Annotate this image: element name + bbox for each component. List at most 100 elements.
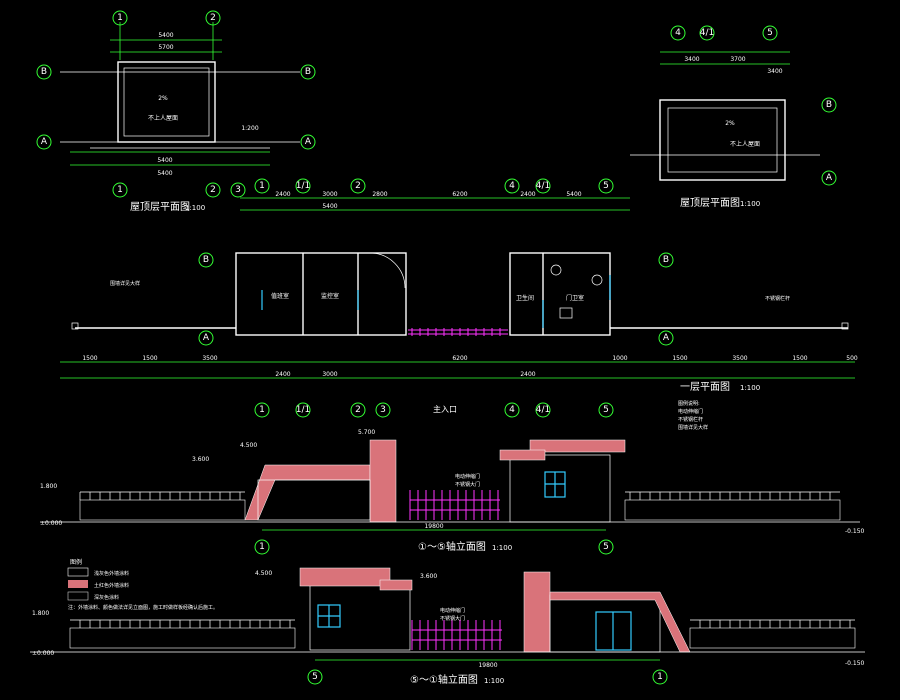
legend-swatch-2 xyxy=(68,580,88,588)
elev1-level-5: ±0.000 xyxy=(40,520,62,527)
elevation-1-to-5: 19800 1 5 5.700 4.500 3.600 1.800 ±0.000… xyxy=(40,429,865,555)
axis-bubble-top-4: 4 xyxy=(670,25,686,41)
ground-floor-plan: 1 1/1 2 4 4/1 5 2400 3000 2800 6200 2400… xyxy=(60,178,858,431)
dim-bottom-1: 5400 xyxy=(157,157,172,164)
gp-axis-top-4-1: 4/1 xyxy=(535,178,551,194)
svg-text:B: B xyxy=(305,67,311,77)
dim-right-1: 3400 xyxy=(684,56,699,63)
elev1-total-dim: 19800 xyxy=(424,523,443,530)
svg-text:4: 4 xyxy=(509,405,515,415)
gp-bdim-4: 2400 xyxy=(275,371,290,378)
svg-text:3: 3 xyxy=(380,405,386,415)
svg-text:2: 2 xyxy=(355,181,361,191)
roof-right-slope: 2% xyxy=(725,120,735,127)
svg-text:2: 2 xyxy=(355,405,361,415)
legend-item-2: 土红色外墙涂料 xyxy=(94,582,129,589)
axis-bubble-right-A: A xyxy=(300,134,316,150)
elev1-level-1: 5.700 xyxy=(358,429,375,436)
svg-text:1/1: 1/1 xyxy=(296,181,310,191)
roof-scale-note: 1:200 xyxy=(241,125,258,132)
elev1-level-6: -0.150 xyxy=(845,528,865,535)
axis-bubble-right-B2: B xyxy=(821,97,837,113)
legend-note: 注：外墙涂料、颜色做法详见立面图，施工时做样板经确认后施工。 xyxy=(68,604,218,611)
svg-text:B: B xyxy=(41,67,47,77)
axis-bubble-top-1: 1 xyxy=(112,10,128,26)
gp-bdim-10: 3500 xyxy=(732,355,747,362)
svg-text:5: 5 xyxy=(312,672,318,682)
elevation-5-to-1: 19800 5 1 4.500 3.600 1.800 ±0.000 -0.15… xyxy=(30,567,865,686)
gp-axis-bottom-2: 2 xyxy=(350,402,366,418)
svg-text:4/1: 4/1 xyxy=(536,405,550,415)
axis-bubble-bottom-3: 3 xyxy=(230,182,246,198)
axis-bubble-top-2: 2 xyxy=(205,10,221,26)
legend-swatch-3 xyxy=(67,591,89,601)
elev2-level-2: 3.600 xyxy=(420,573,437,580)
elevation-1-title: ①～⑤轴立面图 xyxy=(418,540,486,553)
svg-text:1: 1 xyxy=(259,405,265,415)
gp-dim-6: 5400 xyxy=(566,191,581,198)
svg-text:B: B xyxy=(826,100,832,110)
elevation-2-scale: 1:100 xyxy=(484,677,504,685)
svg-text:B: B xyxy=(203,255,209,265)
svg-text:1/1: 1/1 xyxy=(296,405,310,415)
elev2-label-1: 电动伸缩门 xyxy=(440,607,465,614)
svg-text:1: 1 xyxy=(259,181,265,191)
elev2-level-3: 1.800 xyxy=(32,610,49,617)
gp-bdim-7: 2400 xyxy=(520,371,535,378)
roof-plan-left: 1 2 5400 5700 2% 不上人屋面 1:200 B A B A 540… xyxy=(36,10,316,213)
gp-axis-bottom-1-1: 1/1 xyxy=(295,402,311,418)
elev2-label-2: 不锈钢大门 xyxy=(440,615,465,622)
room-label-3: 门卫室 xyxy=(566,294,584,302)
roof-slope-label: 2% xyxy=(158,95,168,102)
dim-right-3: 3400 xyxy=(767,68,782,75)
elev2-level-4: ±0.000 xyxy=(32,650,54,657)
entrance-label: 主入口 xyxy=(433,404,457,414)
axis-bubble-top-5: 5 xyxy=(762,25,778,41)
dim-right-2: 3700 xyxy=(730,56,745,63)
gp-axis-top-4: 4 xyxy=(504,178,520,194)
dim-bottom-2: 5400 xyxy=(157,170,172,177)
gp-note-4: 围墙详见大样 xyxy=(678,424,708,431)
axis-bubble-bottom-1: 1 xyxy=(112,182,128,198)
svg-text:4: 4 xyxy=(675,28,681,38)
elev2-axis-1: 1 xyxy=(652,669,668,685)
roof-left-title: 屋顶层平面图 xyxy=(130,201,190,213)
svg-text:A: A xyxy=(305,137,312,147)
gp-note-3: 不锈钢栏杆 xyxy=(678,416,703,423)
gp-axis-top-5: 5 xyxy=(598,178,614,194)
gp-note-6: 不锈钢栏杆 xyxy=(765,295,790,302)
svg-text:5: 5 xyxy=(603,542,609,552)
gp-axis-top-1-1: 1/1 xyxy=(295,178,311,194)
svg-text:2: 2 xyxy=(210,13,216,23)
axis-bubble-right-A2: A xyxy=(821,170,837,186)
gp-bdim-6: 6200 xyxy=(452,355,467,362)
gp-bdim-1: 1500 xyxy=(82,355,97,362)
roof-right-scale: 1:100 xyxy=(740,200,760,208)
gp-note-5: 围墙详见大样 xyxy=(110,280,140,287)
ground-plan-scale: 1:100 xyxy=(740,384,760,392)
elev2-level-1: 4.500 xyxy=(255,570,272,577)
legend: 图例 浅灰色外墙涂料 土红色外墙涂料 深灰色涂料 注：外墙涂料、颜色做法详见立面… xyxy=(67,558,218,611)
axis-bubble-left-B: B xyxy=(36,64,52,80)
axis-bubble-left-A: A xyxy=(36,134,52,150)
axis-bubble-bottom-2: 2 xyxy=(205,182,221,198)
elev1-label-1: 电动伸缩门 xyxy=(455,473,480,480)
elevation-2-title: ⑤～①轴立面图 xyxy=(410,673,478,686)
legend-swatch-1 xyxy=(67,567,89,577)
elev2-total-dim: 19800 xyxy=(478,662,497,669)
elev1-level-3: 3.600 xyxy=(192,456,209,463)
roof-type-label: 不上人屋面 xyxy=(148,114,178,122)
dim-top-1: 5400 xyxy=(158,32,173,39)
elev1-level-4: 1.800 xyxy=(40,483,57,490)
legend-title: 图例 xyxy=(70,558,82,566)
gp-axis-left-B: B xyxy=(198,252,214,268)
gp-dim-7: 5400 xyxy=(322,203,337,210)
roof-left-scale: 1:100 xyxy=(185,204,205,212)
gp-dim-3: 2800 xyxy=(372,191,387,198)
dim-top-2: 5700 xyxy=(158,44,173,51)
svg-text:4/1: 4/1 xyxy=(700,28,714,38)
roof-right-type: 不上人屋面 xyxy=(730,140,760,148)
svg-text:A: A xyxy=(826,173,833,183)
gp-axis-right-A: A xyxy=(658,330,674,346)
gp-bdim-2: 1500 xyxy=(142,355,157,362)
